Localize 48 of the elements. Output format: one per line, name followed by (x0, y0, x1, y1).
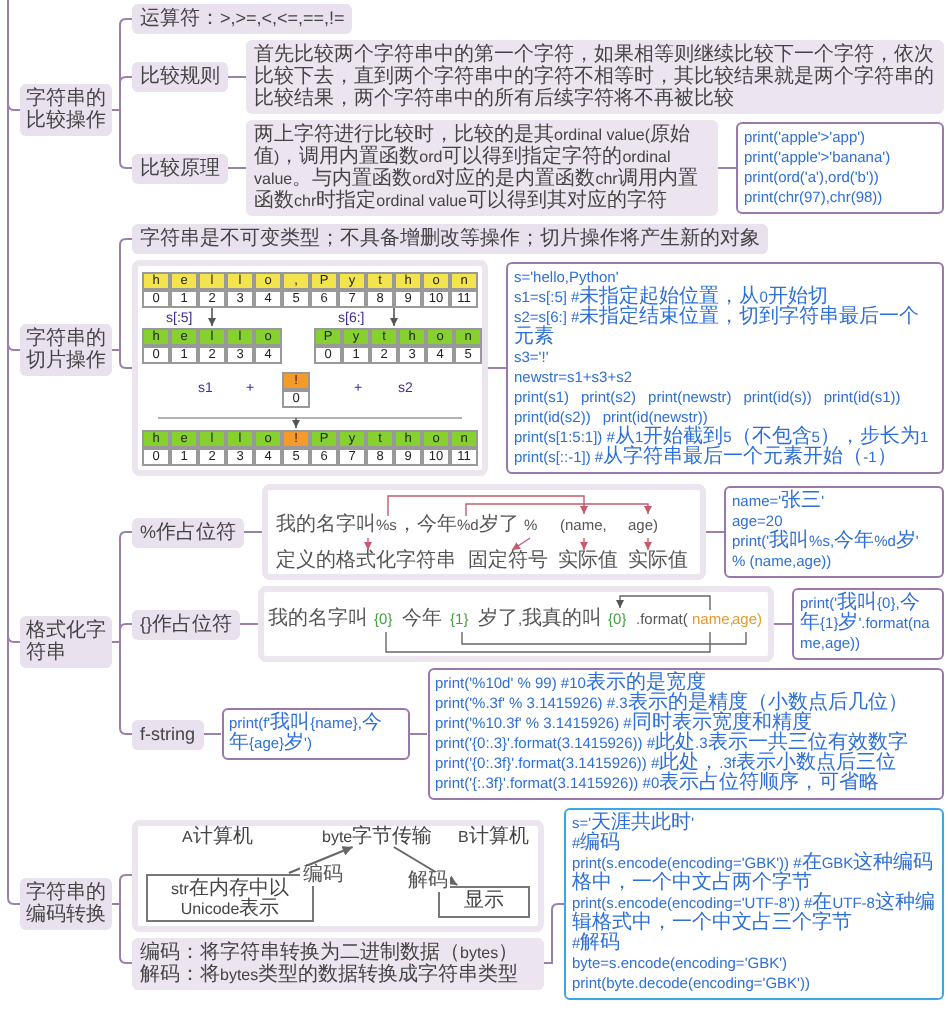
code-box (724, 486, 944, 578)
connector-line (227, 76, 247, 78)
connector-line (487, 367, 507, 369)
code-box (221, 708, 410, 760)
note-box: 两上字符进行比较时，比较的是其ordinal value(原始值)，调用内置函数ord可以得到指定字符的ordinal value。与内置函数ord对应的是内置函数chr调用内置函数chr时指定ordinal value可以得到其对应的字符 (246, 120, 718, 216)
annotation-label: 实际值 (558, 552, 619, 572)
connector-line (717, 167, 737, 169)
code-fragment: 我的名字叫 (268, 610, 369, 630)
connector-line (243, 531, 264, 533)
topic-node: 字符串的编码转换 (20, 878, 112, 930)
branch-node: %作占位符 (132, 517, 245, 547)
connector-line (773, 623, 794, 625)
edge-label: 编码 (300, 866, 345, 886)
branch-node: 字符串是不可变类型；不具备增删改等操作；切片操作将产生新的对象 (132, 224, 768, 254)
branch-node: 比较原理 (132, 153, 228, 183)
connector-line (227, 167, 247, 169)
connector-line (239, 623, 260, 625)
arrow (392, 846, 459, 886)
computer-label: A计算机 (182, 827, 253, 847)
transfer-label: byte字节传输 (322, 827, 433, 847)
annotation-label: 固定符号 (468, 552, 549, 572)
branch-node: f-string (132, 719, 204, 749)
annotation-label: 实际值 (628, 552, 689, 572)
topic-node: 字符串的切片操作 (20, 324, 112, 376)
topic-node: 格式化字符串 (20, 616, 112, 668)
text-line: 编码：将字符串转换为二进制数据（bytes） (140, 941, 521, 963)
connector-line (202, 733, 223, 735)
text-line: 解码：将bytes类型的数据转换成字符串类型 (140, 963, 521, 985)
computer-box: 显示 (438, 885, 530, 917)
code-box (736, 122, 944, 214)
branch-node: 运算符：>,>=,<,<=,==,!= (132, 4, 353, 34)
branch-node: {}作占位符 (132, 609, 241, 639)
code-box (427, 668, 944, 800)
encoding-diagram-panel (132, 819, 544, 931)
code-fragment: 今年 (402, 610, 443, 630)
code-box (792, 588, 944, 660)
annotation-label: 定义的格式化字符串 (276, 552, 457, 572)
connector-line (705, 531, 726, 533)
arrow (287, 846, 354, 874)
branch-node: 比较规则 (132, 62, 228, 92)
edge-label: 解码 (405, 872, 450, 892)
topic-node: 字符串的比较操作 (20, 84, 112, 136)
computer-label: B计算机 (458, 827, 529, 847)
note-box (132, 937, 544, 989)
note-box: 首先比较两个字符串中的第一个字符，如果相等则继续比较下一个字符，依次比较下去，直到两个字符串中的字符不相等时，其比较结果就是两个字符串的比较结果，两个字符串中的所有后续字符将不再被比较 (246, 40, 944, 114)
code-box (564, 808, 944, 1000)
code-box (506, 262, 944, 474)
connector-line (408, 733, 429, 735)
